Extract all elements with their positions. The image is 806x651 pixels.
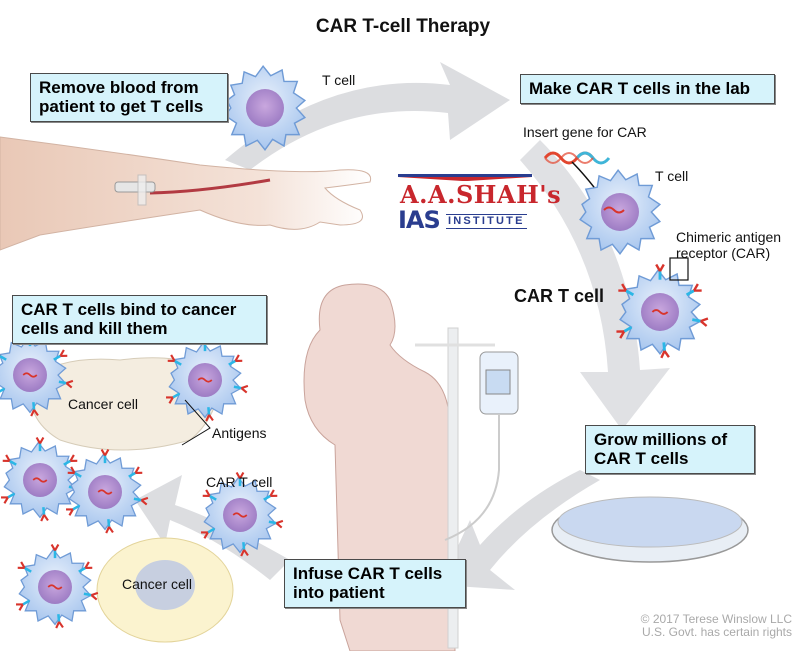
label-cancer-cell-dying: Cancer cell xyxy=(68,396,139,412)
step-bind-kill: CAR T cells bind to cancer cells and kil… xyxy=(12,295,267,344)
diagram-title: CAR T-cell Therapy xyxy=(315,16,491,37)
step-text-line: Remove blood from xyxy=(39,78,199,97)
step-text-line: CAR T cells xyxy=(594,449,689,468)
label-insert-gene: Insert gene for CAR xyxy=(523,124,647,140)
credit-line: U.S. Govt. has certain rights xyxy=(641,625,792,639)
watermark-logo: A.A.SHAH's IAS INSTITUTE xyxy=(398,172,561,234)
step-make-car: Make CAR T cells in the lab xyxy=(520,74,775,104)
logo-text-top: A.A.SHAH's xyxy=(400,180,562,209)
label-chimeric-antigen-receptor: Chimeric antigen receptor (CAR) xyxy=(676,229,781,261)
car-t-cell xyxy=(66,450,148,534)
step-text-line: CAR T cells bind to cancer xyxy=(21,300,237,319)
logo-text-ias: IAS xyxy=(398,206,441,234)
arrow-collect-to-lab xyxy=(225,62,510,170)
step-remove-blood: Remove blood from patient to get T cells xyxy=(30,73,228,122)
step-text-line: patient to get T cells xyxy=(39,97,204,116)
logo-bar xyxy=(398,174,532,177)
label-t-cell-lab: T cell xyxy=(655,168,689,184)
arrow-grow-to-infuse xyxy=(440,470,600,590)
step-grow: Grow millions of CAR T cells xyxy=(585,425,755,474)
step-infuse: Infuse CAR T cells into patient xyxy=(284,559,466,608)
label-line: Chimeric antigen xyxy=(676,229,782,245)
logo-text-institute: INSTITUTE xyxy=(446,214,527,229)
copyright-credit: © 2017 Terese Winslow LLC U.S. Govt. has… xyxy=(641,613,792,639)
step-text-line: into patient xyxy=(293,583,385,602)
credit-line: © 2017 Terese Winslow LLC xyxy=(640,612,792,626)
step-text-line: Infuse CAR T cells xyxy=(293,564,443,583)
label-t-cell-collected: T cell xyxy=(322,72,356,88)
arm-illustration xyxy=(0,136,372,251)
label-car-t-cell: CAR T cell xyxy=(206,474,273,490)
arrow-lab-to-grow xyxy=(520,140,670,430)
label-cancer-cell: Cancer cell xyxy=(122,576,193,592)
step-text-line: Make CAR T cells in the lab xyxy=(529,79,751,98)
car-t-cell xyxy=(16,545,98,629)
step-text-line: Grow millions of xyxy=(594,430,728,449)
logo-chevron xyxy=(398,177,532,181)
label-car-t-cell-lab: CAR T cell xyxy=(514,286,605,306)
label-line: receptor (CAR) xyxy=(676,245,771,261)
step-text-line: cells and kill them xyxy=(21,319,168,338)
label-antigens: Antigens xyxy=(212,425,267,441)
